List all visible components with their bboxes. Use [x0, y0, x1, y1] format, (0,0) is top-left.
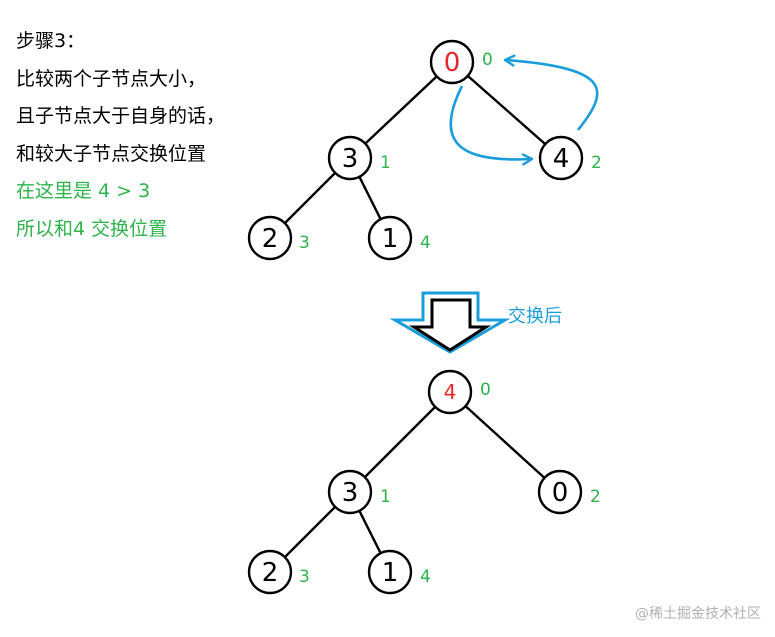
after-node-circle-left-right [367, 549, 413, 595]
after-node-index-left: 1 [380, 487, 391, 507]
before-edge-root-to-left [364, 75, 438, 145]
after-node-value-left-left: 2 [262, 558, 279, 588]
before-node-value-left: 3 [342, 144, 359, 174]
before-edge-left-to-left-right [358, 176, 382, 220]
after-node-index-root: 0 [480, 380, 491, 400]
description-line-1: 比较两个子节点大小， [16, 67, 207, 90]
before-node-value-right: 4 [553, 144, 570, 174]
after-node-value-left-right: 1 [382, 558, 399, 588]
description-line-0: 步骤3： [16, 30, 86, 52]
after-node-value-left: 3 [342, 478, 359, 508]
before-node-circle-left-left [247, 215, 293, 261]
down-arrow-icon-inner [408, 298, 492, 352]
before-node-index-right: 2 [591, 153, 602, 173]
before-node-value-root: 0 [444, 48, 461, 78]
description-line-2: 且子节点大于自身的话， [16, 105, 226, 127]
transition-label: 交换后 [508, 306, 562, 327]
swap-arrow-to-root [505, 60, 599, 131]
description-line-5: 所以和4 交换位置 [16, 217, 168, 240]
before-node-circle-left [327, 135, 373, 181]
down-arrow-icon [389, 291, 511, 354]
before-node-circle-root [429, 39, 475, 85]
after-edge-root-to-right [464, 405, 546, 479]
after-node-circle-left [327, 469, 373, 515]
swap-arrows [449, 60, 599, 159]
before-node-index-left-left: 3 [299, 233, 310, 253]
after-tree-edges [284, 405, 546, 558]
after-node-circle-left-left [247, 549, 293, 595]
before-node-index-left: 1 [380, 153, 391, 173]
watermark: @稀土掘金技术社区 [635, 606, 761, 622]
before-node-circle-left-right [367, 215, 413, 261]
swap-arrow-to-right [449, 85, 532, 159]
after-node-value-right: 0 [552, 478, 569, 508]
after-edge-left-to-left-right [358, 510, 382, 554]
description-line-4: 在这里是 4 > 3 [16, 180, 151, 202]
transition-indicator: 交换后 [389, 291, 562, 354]
after-node-circle-root [427, 369, 473, 415]
before-node-circle-right [538, 135, 584, 181]
before-node-index-left-right: 4 [420, 233, 431, 253]
before-node-index-root: 0 [482, 50, 493, 70]
before-tree-edges [284, 74, 547, 224]
after-node-index-left-left: 3 [299, 567, 310, 587]
after-node-index-right: 2 [590, 487, 601, 507]
before-node-value-left-left: 2 [262, 224, 279, 254]
before-node-value-left-right: 1 [382, 224, 399, 254]
step-description: 步骤3： 比较两个子节点大小， 且子节点大于自身的话， 和较大子节点交换位置在这里是 … [16, 30, 266, 255]
after-node-value-root: 4 [444, 380, 457, 404]
after-edge-root-to-left [364, 406, 436, 478]
before-edge-root-to-right [466, 74, 547, 146]
after-edge-left-to-left-left [284, 506, 336, 558]
after-node-index-left-right: 4 [420, 567, 431, 587]
before-edge-left-to-left-left [284, 172, 336, 224]
after-node-circle-right [537, 469, 583, 515]
description-line-3: 和较大子节点交换位置 [16, 142, 207, 165]
